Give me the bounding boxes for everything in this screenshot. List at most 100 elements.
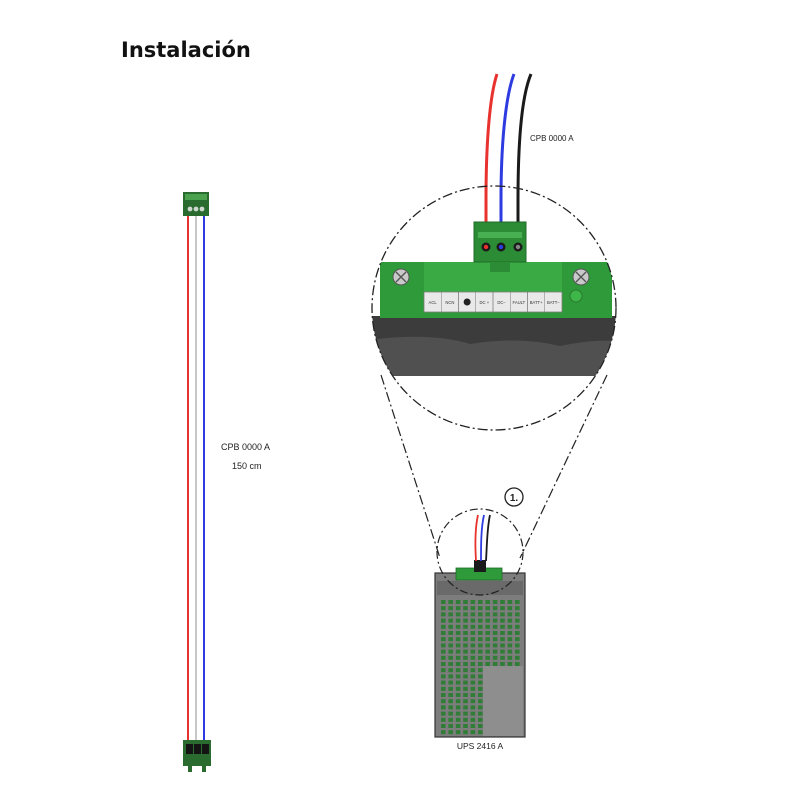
vent-slot: [470, 711, 476, 716]
vent-slot: [492, 649, 498, 654]
guide-line-right: [519, 374, 608, 559]
vent-slot: [448, 699, 453, 704]
vent-slot: [492, 637, 498, 642]
vent-slot: [448, 637, 453, 642]
vent-slot: [515, 649, 520, 654]
vent-slot: [492, 631, 498, 635]
vent-slot: [441, 686, 446, 691]
vent-slot: [463, 686, 468, 691]
vent-slot: [485, 624, 490, 629]
vent-slot: [441, 717, 446, 722]
vent-slot: [485, 637, 490, 642]
vent-slot: [500, 618, 505, 623]
vent-slot: [463, 705, 468, 710]
vent-slot: [448, 705, 453, 710]
vent-slot: [492, 643, 498, 648]
vent-slot: [485, 655, 490, 660]
vent-slot: [492, 624, 498, 629]
vent-slot: [470, 637, 476, 642]
vent-slot: [515, 637, 520, 642]
vent-slot: [455, 699, 461, 704]
vent-slot: [478, 637, 483, 642]
vent-slot: [448, 612, 453, 617]
vent-slot: [470, 699, 476, 704]
top-red-wire: [484, 73, 499, 245]
vent-slot: [478, 612, 483, 617]
terminal-label: DC−: [497, 300, 506, 305]
vent-slot: [478, 618, 483, 623]
vent-slot: [470, 680, 476, 685]
vent-slot: [470, 668, 476, 673]
vent-slot: [515, 631, 520, 635]
vent-slot: [455, 618, 461, 623]
vent-slot: [500, 662, 505, 666]
vent-slot: [448, 674, 453, 679]
vent-slot: [478, 717, 483, 722]
vent-slot: [463, 624, 468, 629]
vent-slot: [485, 631, 490, 635]
vent-slot: [455, 668, 461, 673]
vent-slot: [478, 693, 483, 697]
vent-slot: [455, 649, 461, 654]
status-led: [569, 289, 583, 303]
vent-slot: [492, 662, 498, 666]
vent-slot: [470, 730, 476, 735]
vent-slot: [470, 724, 476, 728]
vent-slot: [515, 612, 520, 617]
vent-slot: [455, 612, 461, 617]
vent-slot: [507, 662, 513, 666]
vent-slot: [455, 711, 461, 716]
vent-slot: [448, 693, 453, 697]
vent-slot: [485, 662, 490, 666]
top-cable-label: CPB 0000 A: [530, 134, 574, 143]
vent-slot: [463, 662, 468, 666]
vent-slot: [507, 600, 513, 604]
vent-slot: [500, 643, 505, 648]
vent-slot: [507, 655, 513, 660]
vent-slot: [470, 600, 476, 604]
vent-slot: [455, 631, 461, 635]
vent-grid: [441, 600, 520, 735]
vent-slot: [470, 643, 476, 648]
vent-slot: [441, 655, 446, 660]
vent-slot: [441, 624, 446, 629]
vent-slot: [441, 618, 446, 623]
vent-slot: [448, 662, 453, 666]
vent-slot: [455, 655, 461, 660]
vent-slot: [441, 649, 446, 654]
vent-slot: [478, 686, 483, 691]
vent-slot: [485, 600, 490, 604]
vent-slot: [485, 618, 490, 623]
vent-slot: [455, 674, 461, 679]
vent-slot: [492, 655, 498, 660]
vent-slot: [455, 686, 461, 691]
vent-slot: [507, 606, 513, 611]
vent-slot: [455, 724, 461, 728]
vent-slot: [515, 624, 520, 629]
vent-slot: [478, 649, 483, 654]
vent-slot: [470, 631, 476, 635]
terminal-label: ACL: [429, 300, 438, 305]
vent-slot: [463, 631, 468, 635]
vent-slot: [463, 711, 468, 716]
vent-slot: [455, 624, 461, 629]
vent-slot: [470, 686, 476, 691]
vent-slot: [470, 606, 476, 611]
vent-slot: [463, 649, 468, 654]
vent-slot: [463, 618, 468, 623]
vent-slot: [470, 618, 476, 623]
vent-slot: [485, 649, 490, 654]
vent-slot: [441, 637, 446, 642]
guide-line-left: [380, 374, 441, 559]
vent-slot: [463, 693, 468, 697]
vent-slot: [448, 600, 453, 604]
vent-slot: [478, 655, 483, 660]
vent-slot: [492, 600, 498, 604]
vent-slot: [441, 705, 446, 710]
vent-slot: [478, 643, 483, 648]
detail-circle: [436, 508, 524, 596]
vent-slot: [492, 612, 498, 617]
